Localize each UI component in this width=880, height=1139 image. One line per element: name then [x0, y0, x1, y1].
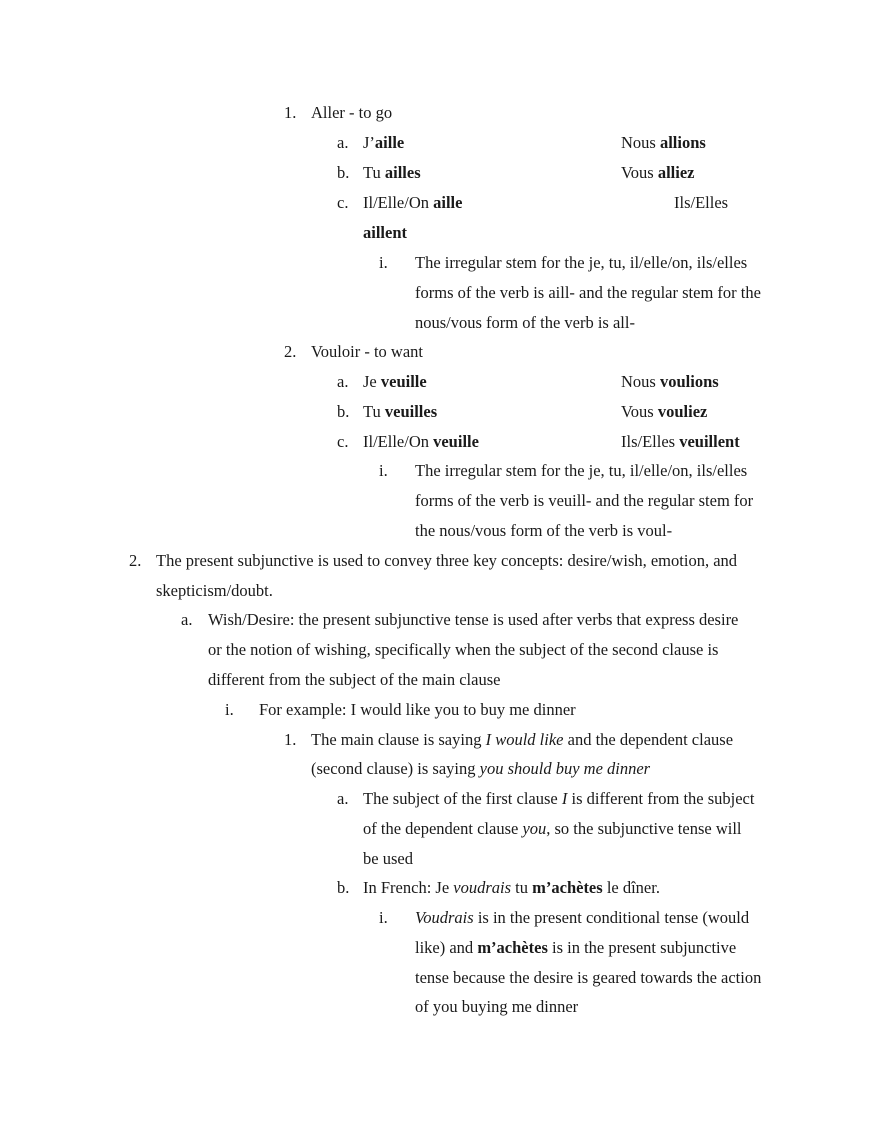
paragraph-line: Voudrais is in the present conditional t…	[415, 908, 750, 927]
singular-form: Il/Elle/On aille	[363, 193, 463, 212]
singular-form: Je veuille	[363, 372, 427, 391]
paragraph-line: (second clause) is saying you should buy…	[311, 759, 651, 778]
plural-form: Nous voulions	[621, 372, 719, 391]
plural-form: Nous allions	[621, 133, 706, 152]
list-marker: c.	[337, 193, 349, 212]
plural-form: Ils/Elles	[674, 193, 729, 212]
list-marker: i.	[379, 461, 388, 480]
singular-form: Il/Elle/On veuille	[363, 432, 479, 451]
paragraph-line: The main clause is saying I would like a…	[311, 730, 734, 749]
verb-title: Vouloir - to want	[311, 342, 423, 361]
conjugation-row: a. Je veuille Nous voulions	[337, 371, 757, 393]
paragraph-line: In French: Je voudrais tu m’achètes le d…	[363, 878, 660, 897]
note-line: The irregular stem for the je, tu, il/el…	[415, 461, 748, 480]
paragraph-line: be used	[363, 849, 413, 868]
conjugation-row: c. Il/Elle/On aille Ils/Elles	[337, 192, 757, 214]
plural-form: Vous vouliez	[621, 402, 708, 421]
conjugation-row: b. Tu ailles Vous alliez	[337, 162, 757, 184]
paragraph-line: Wish/Desire: the present subjunctive ten…	[208, 610, 739, 629]
paragraph-line: The subject of the first clause I is dif…	[363, 789, 755, 808]
paragraph-line: skepticism/doubt.	[156, 581, 273, 600]
conjugation-row: a. J’aille Nous allions	[337, 132, 757, 154]
conjugation-row: c. Il/Elle/On veuille Ils/Elles veuillen…	[337, 431, 757, 453]
paragraph-line: The present subjunctive is used to conve…	[156, 551, 738, 570]
plural-form: Vous alliez	[621, 163, 695, 182]
list-marker: a.	[181, 610, 193, 629]
plural-form: Ils/Elles veuillent	[621, 432, 740, 451]
paragraph-line: of you buying me dinner	[415, 997, 579, 1016]
list-marker: 1.	[284, 103, 297, 122]
conjugation-row: b. Tu veuilles Vous vouliez	[337, 401, 757, 423]
list-marker: a.	[337, 372, 349, 391]
paragraph-line: tense because the desire is geared towar…	[415, 968, 762, 987]
paragraph-line: of the dependent clause you, so the subj…	[363, 819, 742, 838]
paragraph-line: or the notion of wishing, specifically w…	[208, 640, 719, 659]
plural-form-bold: aillent	[363, 223, 407, 242]
list-marker: i.	[379, 908, 388, 927]
list-marker: 1.	[284, 730, 297, 749]
paragraph-line: different from the subject of the main c…	[208, 670, 501, 689]
note-line: forms of the verb is aill- and the regul…	[415, 283, 761, 302]
paragraph-line: like) and m’achètes is in the present su…	[415, 938, 737, 957]
list-marker: 2.	[284, 342, 297, 361]
singular-form: J’aille	[363, 133, 405, 152]
note-line: nous/vous form of the verb is all-	[415, 313, 635, 332]
note-line: forms of the verb is veuill- and the reg…	[415, 491, 754, 510]
list-marker: b.	[337, 402, 350, 421]
singular-form: Tu ailles	[363, 163, 421, 182]
list-marker: b.	[337, 163, 350, 182]
list-marker: 2.	[129, 551, 142, 570]
list-marker: c.	[337, 432, 349, 451]
singular-form: Tu veuilles	[363, 402, 438, 421]
list-marker: b.	[337, 878, 350, 897]
list-marker: a.	[337, 789, 349, 808]
list-marker: a.	[337, 133, 349, 152]
verb-title: Aller - to go	[311, 103, 393, 122]
list-marker: i.	[225, 700, 234, 719]
note-line: the nous/vous form of the verb is voul-	[415, 521, 673, 540]
list-marker: i.	[379, 253, 388, 272]
note-line: The irregular stem for the je, tu, il/el…	[415, 253, 748, 272]
plural-form-wrap: aillent	[363, 222, 407, 244]
paragraph-line: For example: I would like you to buy me …	[259, 700, 576, 719]
